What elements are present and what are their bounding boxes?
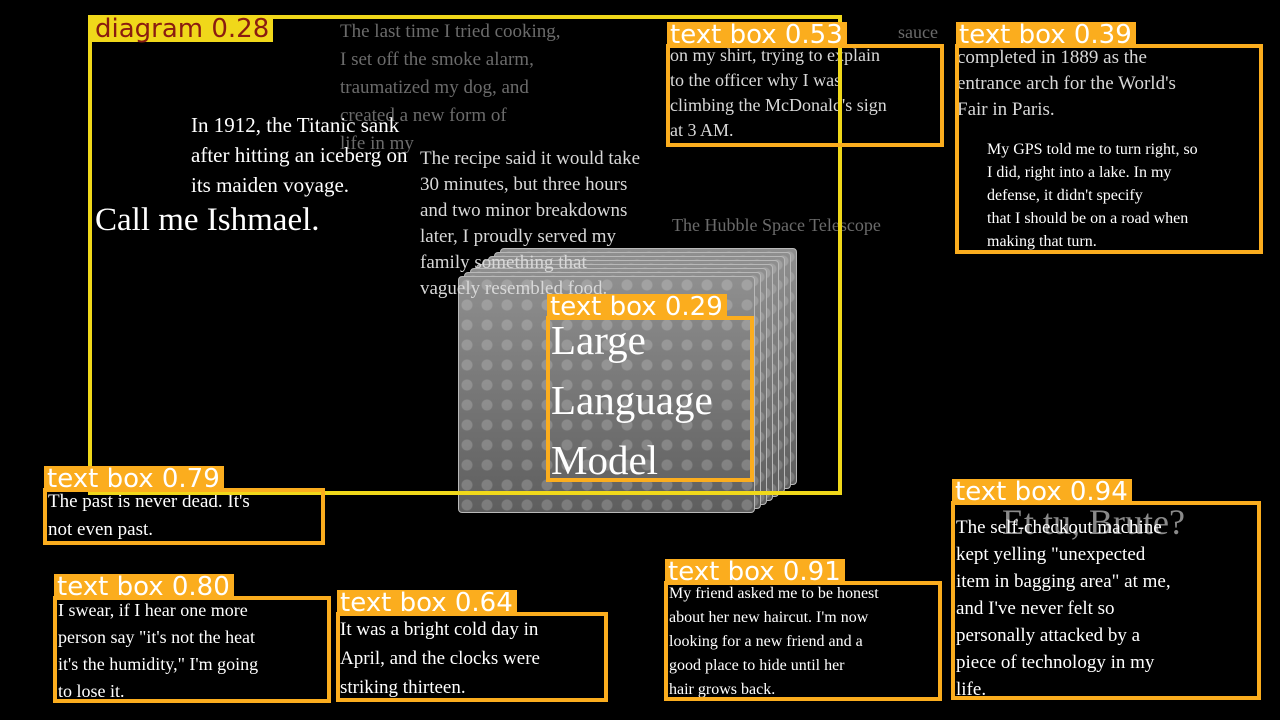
detection-label: text box 0.79 [44,466,224,492]
faint-hubble-text: The Hubble Space Telescope [672,215,881,235]
sauce-text: on my shirt, trying to explain to the of… [670,45,887,140]
gps-text: My GPS told me to turn right, so I did, … [987,141,1198,250]
text-box-detection: text box 0.64 [336,590,608,702]
text-box-detection: text box 0.91 [664,559,942,701]
llm-title-text: Large Language Model [551,317,713,483]
text-box-detection: text box 0.39 [955,22,1263,254]
titanic-text: In 1912, the Titanic sank after hitting … [191,113,408,197]
detection-label: text box 0.80 [54,574,234,600]
faint-sauce-text: sauce [898,22,938,42]
selfcheckout-text: The self-checkout machine kept yelling "… [956,517,1171,700]
detection-label: text box 0.91 [665,559,845,585]
humidity-text: I swear, if I hear one more person say "… [58,600,259,701]
diagram-detection-box: diagram 0.28 [88,15,842,495]
orwell-text: It was a bright cold day in April, and t… [340,619,540,698]
text-box-detection: text box 0.29 [546,294,754,482]
text-box-detection: text box 0.53 [666,22,944,147]
text-box-detection: text box 0.94 [951,479,1261,700]
detection-label: text box 0.39 [956,22,1136,48]
haircut-text: My friend asked me to be honest about he… [669,585,879,698]
detection-label: text box 0.94 [952,479,1132,505]
detection-label: text box 0.53 [667,22,847,48]
faint-cooking-text: The last time I tried cooking, I set off… [340,21,561,154]
ishmael-text: Call me Ishmael. [95,202,320,238]
eiffel-text: completed in 1889 as the entrance arch f… [957,47,1176,120]
text-box-detection: text box 0.80 [53,574,331,703]
recipe-text: The recipe said it would take 30 minutes… [420,148,641,299]
text-box-detection: text box 0.79 [43,466,325,545]
detection-label: diagram 0.28 [92,16,274,42]
brute-text: Et tu, Brute? [1002,502,1185,542]
detection-label: text box 0.29 [547,294,727,320]
faulkner-text: The past is never dead. It's not even pa… [48,491,250,540]
detection-label: text box 0.64 [337,590,517,616]
